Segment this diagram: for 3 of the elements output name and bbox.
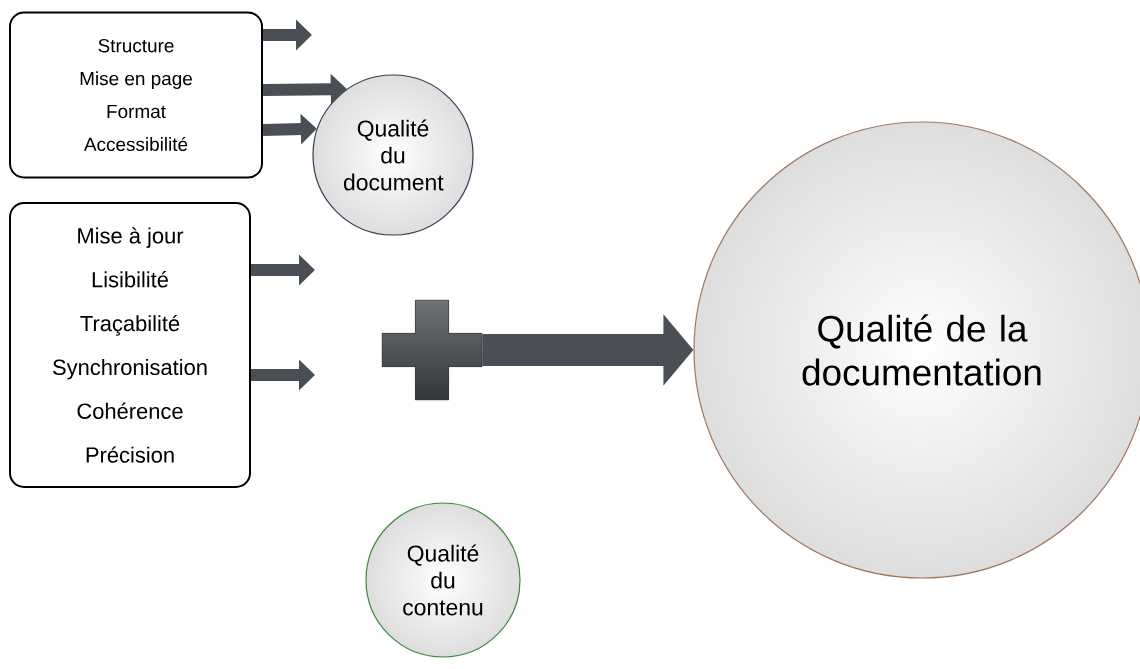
text-box: Mise à jour Lisibilité Traçabilité Synchronisation Cohérence Précision	[9, 202, 251, 488]
plus-sign	[381, 299, 483, 401]
text-box: Structure Mise en page Format Accessibilité	[9, 11, 263, 179]
